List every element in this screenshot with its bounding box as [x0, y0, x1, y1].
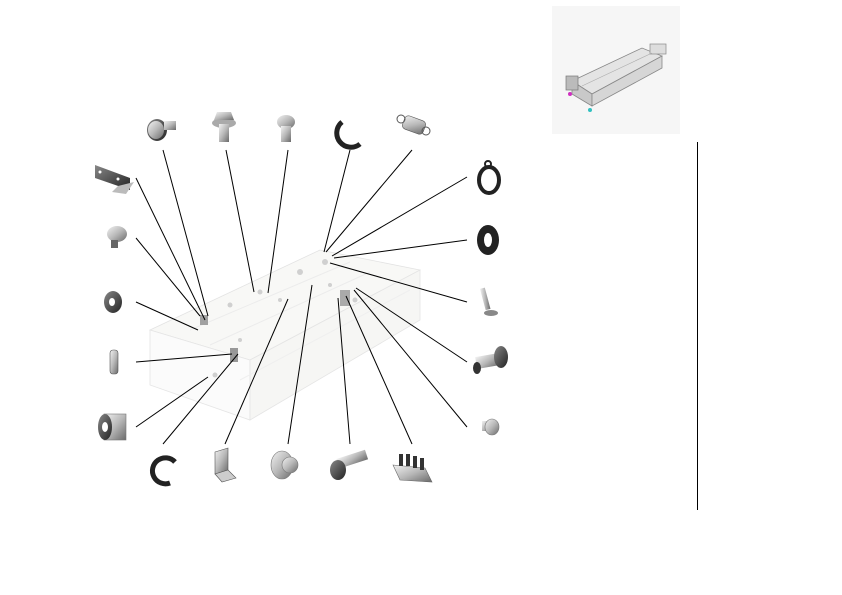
knob-cap-icon — [107, 226, 127, 248]
thick-washer-icon — [104, 291, 122, 313]
pan-head-screw-icon — [277, 115, 295, 142]
terminal-block-icon — [392, 454, 433, 483]
e-ring-icon — [334, 120, 362, 150]
assembly-overview-icon — [565, 43, 667, 112]
bushing-icon — [98, 413, 127, 441]
panel-divider — [697, 142, 698, 510]
small-spring-icon — [109, 349, 119, 375]
retaining-ring-icon — [477, 160, 501, 195]
hex-bolt-icon — [212, 112, 236, 142]
e-ring-bottom-icon — [150, 455, 177, 487]
extension-spring-icon — [396, 114, 431, 136]
shoulder-screw-icon — [147, 119, 176, 141]
small-stud-icon — [482, 418, 500, 436]
flat-washer-icon — [477, 225, 499, 255]
latch-clip-icon — [214, 447, 237, 483]
stepped-collar-icon — [270, 450, 299, 480]
main-assembly — [148, 249, 422, 421]
assembly-thumbnail — [552, 6, 680, 134]
pin-icon — [479, 287, 498, 316]
long-pin-icon — [330, 449, 369, 480]
leader-lines — [135, 149, 468, 445]
bracket-icon — [95, 165, 134, 194]
shaft-pin-icon — [473, 346, 508, 374]
